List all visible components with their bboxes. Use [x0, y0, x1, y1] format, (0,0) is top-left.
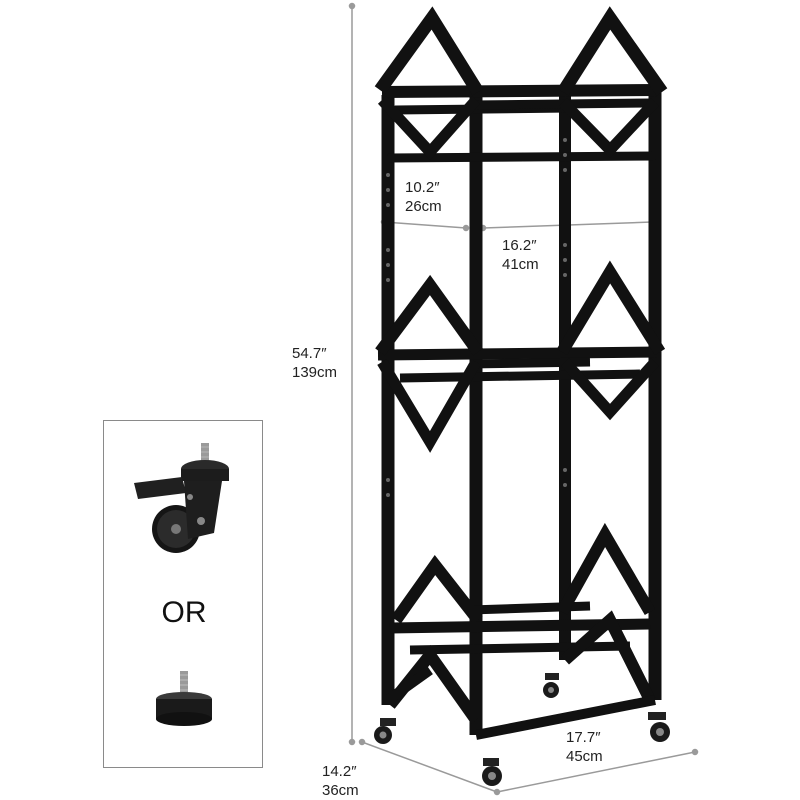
height-label: 54.7″ 139cm	[292, 344, 337, 382]
height-cm: 139cm	[292, 364, 338, 381]
caster-back-right-icon	[648, 712, 670, 742]
depth-cm: 36cm	[322, 782, 359, 799]
base-width-label: 17.7″ 45cm	[566, 728, 603, 766]
bolt-holes	[386, 138, 567, 497]
or-label: OR	[161, 596, 207, 629]
depth-dimension-line	[361, 741, 498, 793]
caster-front-left-icon	[374, 718, 396, 744]
caster-wheel-icon	[134, 443, 229, 553]
rack-casters	[374, 673, 670, 786]
rack-frame	[374, 6, 668, 740]
shelf-width-label: 16.2″ 41cm	[502, 236, 539, 274]
shelf-width-cm: 41cm	[502, 256, 539, 273]
caster-back-center-icon	[543, 673, 559, 698]
depth-label: 14.2″ 36cm	[322, 762, 359, 800]
foot-options-inset: OR	[103, 420, 263, 768]
shelf-width-inch: 16.2″	[502, 237, 537, 254]
inner-width-inch: 10.2″	[405, 179, 440, 196]
leveling-foot-icon	[156, 671, 212, 726]
inner-width-dimension-line	[383, 221, 467, 229]
height-inch: 54.7″	[292, 345, 327, 362]
base-width-dimension-line	[496, 751, 696, 793]
depth-inch: 14.2″	[322, 763, 357, 780]
base-width-cm: 45cm	[566, 748, 603, 765]
inner-width-label: 10.2″ 26cm	[405, 178, 442, 216]
inner-width-cm: 26cm	[405, 198, 442, 215]
caster-front-center-icon	[482, 758, 502, 786]
base-width-inch: 17.7″	[566, 729, 601, 746]
